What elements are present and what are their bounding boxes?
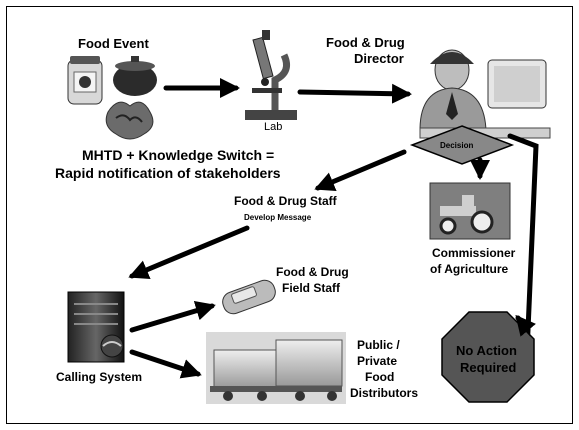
staff-label: Food & Drug Staff	[234, 194, 338, 208]
public-line2: Private	[357, 354, 397, 368]
calling-system-label: Calling System	[56, 370, 142, 384]
public-line3: Food	[365, 370, 394, 384]
no-action-line1: No Action	[456, 343, 517, 358]
arrow-lab-to-director	[297, 83, 412, 104]
lab-label: Lab	[264, 121, 282, 133]
director-at-desk-icon	[419, 49, 551, 139]
develop-message-label: Develop Message	[244, 213, 312, 222]
arrow-decision-to-no-action	[507, 133, 539, 337]
public-line4: Distributors	[350, 386, 418, 400]
food-event-label: Food Event	[78, 36, 149, 51]
decision-label: Decision	[440, 141, 473, 150]
arrow-calling-to-distributors	[129, 349, 202, 379]
server-tower-icon	[67, 291, 125, 363]
arrow-calling-to-field	[129, 301, 216, 333]
decision-diamond	[409, 125, 515, 165]
arrow-decision-to-staff	[314, 149, 407, 192]
commissioner-line1: Commissioner	[432, 246, 516, 260]
director-label-line1: Food & Drug	[326, 35, 405, 50]
cell-phone-icon	[222, 279, 276, 315]
public-line1: Public /	[357, 338, 400, 352]
diagram-frame	[6, 6, 573, 424]
delivery-trucks-icon	[206, 332, 346, 404]
field-staff-line1: Food & Drug	[276, 265, 349, 279]
food-items-icon	[67, 56, 157, 140]
no-action-line2: Required	[460, 360, 516, 375]
mhtd-line1: MHTD + Knowledge Switch =	[82, 147, 274, 163]
director-label-line2: Director	[354, 51, 404, 66]
arrow-staff-to-calling	[128, 225, 250, 280]
field-staff-line2: Field Staff	[282, 281, 341, 295]
tractor-icon	[429, 182, 511, 240]
commissioner-line2: of Agriculture	[430, 262, 509, 276]
mhtd-line2: Rapid notification of stakeholders	[55, 165, 281, 181]
microscope-icon	[245, 30, 297, 120]
